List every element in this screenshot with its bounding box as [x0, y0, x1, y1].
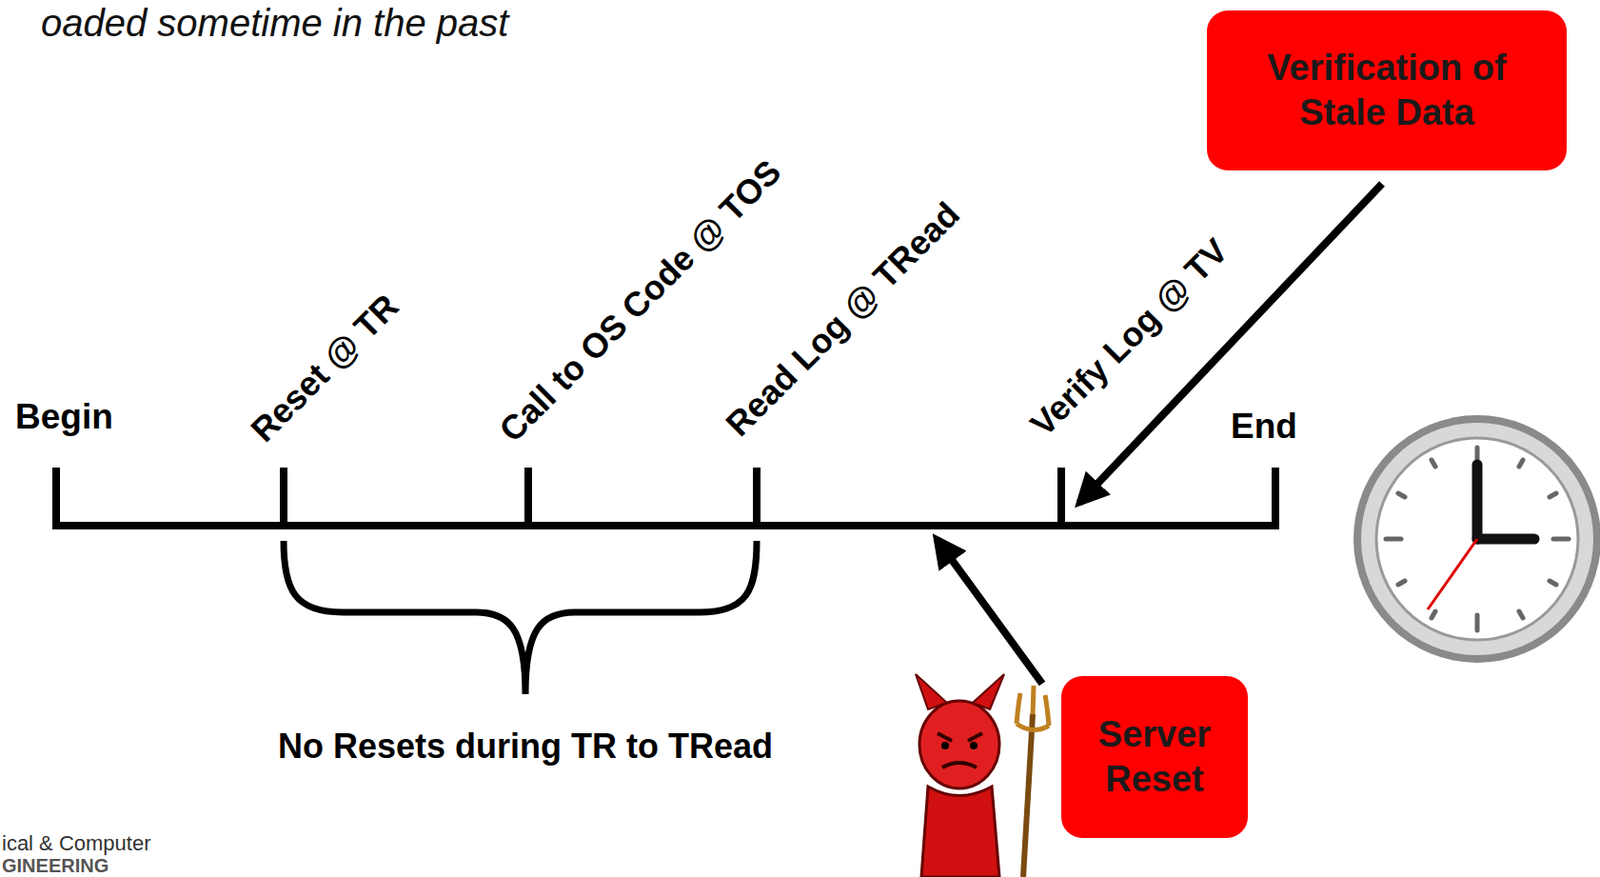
text-label: No Resets during TR to TRead	[277, 727, 773, 766]
timeline-event-label: Verify Log @ TV	[1023, 231, 1236, 444]
callout-box: Verification of Stale Data	[1206, 10, 1567, 171]
text-label: Begin	[15, 397, 114, 437]
callout-text: Verification of Stale Data	[1220, 45, 1554, 137]
leader-arrow	[936, 538, 1043, 684]
devil-figure	[915, 673, 1049, 877]
text-label: oaded sometime in the past	[40, 1, 509, 44]
timeline-event-label: Read Log @ TRead	[718, 195, 968, 444]
callout-box: Server Reset	[1061, 675, 1248, 838]
callout-text: Server Reset	[1074, 711, 1235, 803]
text-label: ical & Computer	[1, 831, 152, 855]
timeline-event-label: Reset @ TR	[243, 287, 406, 450]
text-label: GINEERING	[1, 854, 109, 876]
text-label: End	[1230, 407, 1298, 447]
brace	[283, 540, 757, 694]
timeline	[56, 467, 1280, 530]
clock-icon	[1353, 414, 1600, 663]
